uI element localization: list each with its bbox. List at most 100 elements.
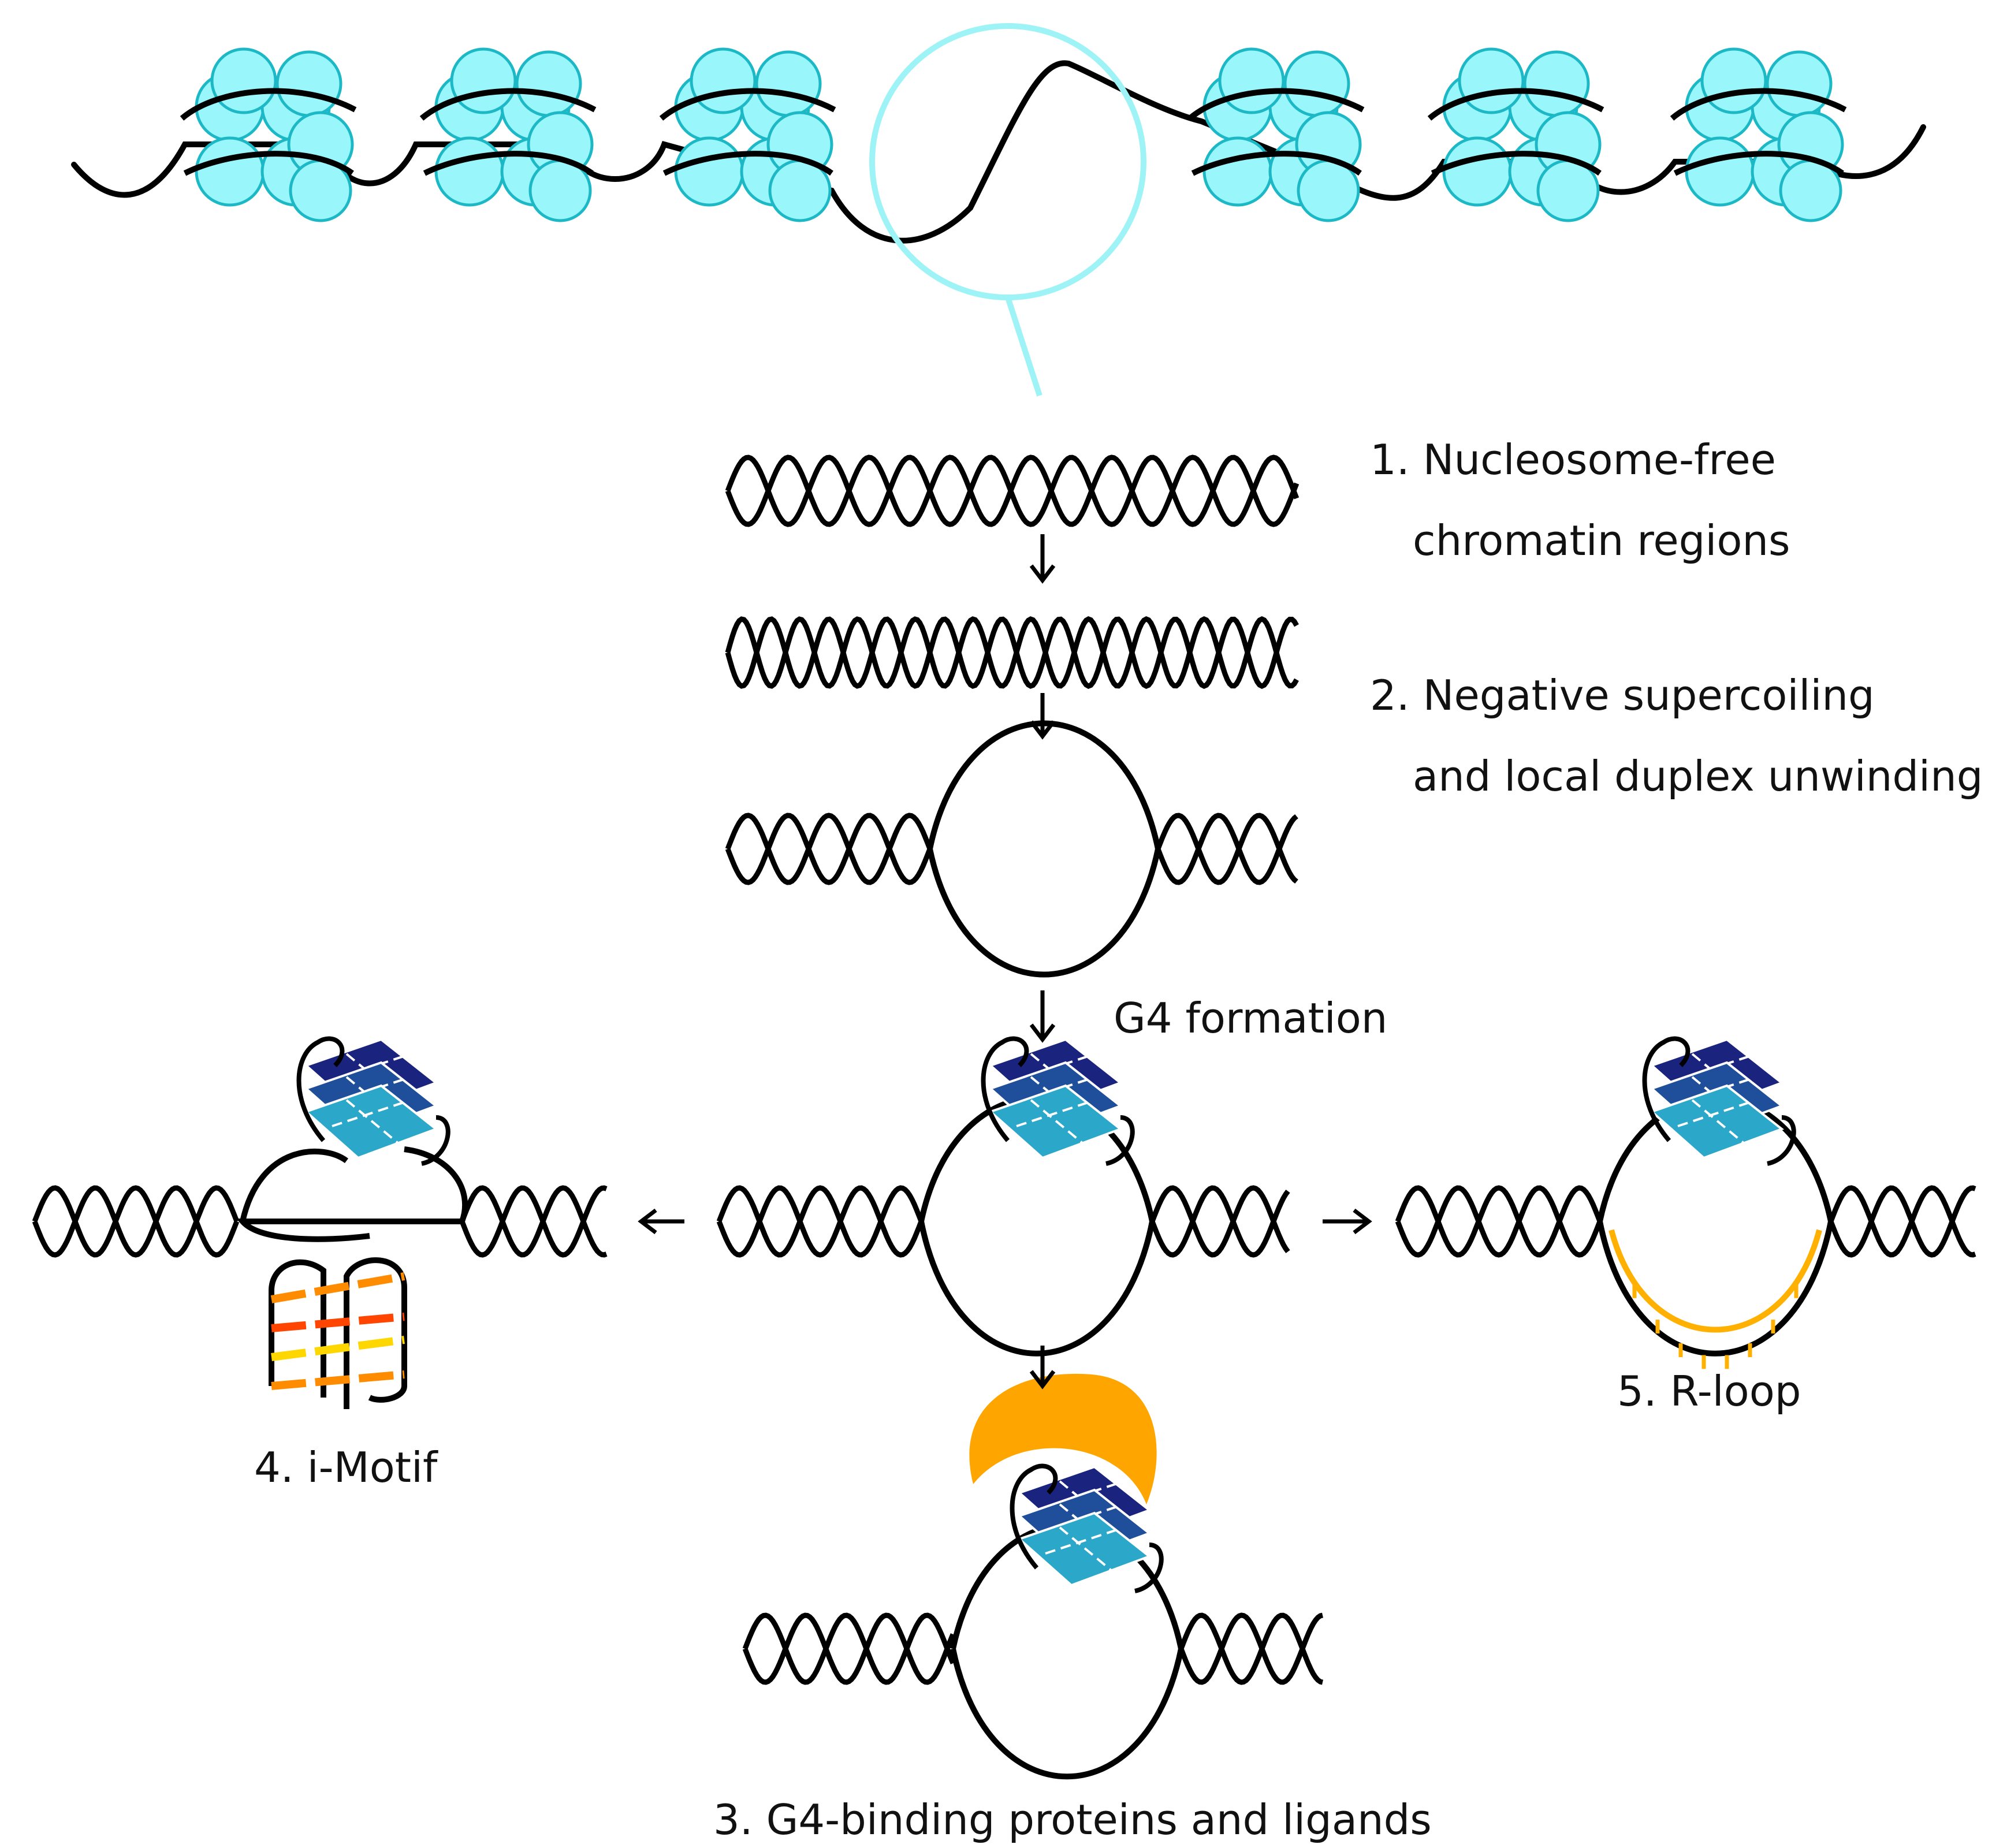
g-quadruplex-icon — [1642, 1036, 1796, 1166]
arrow-head — [1029, 1023, 1056, 1043]
strand-b — [1149, 1185, 1290, 1258]
strand-b — [716, 1185, 924, 1258]
strand-a — [1155, 813, 1298, 885]
strand-b — [725, 616, 1299, 689]
helix-relaxed — [725, 454, 1300, 527]
rna-strand — [1609, 1229, 1822, 1333]
g4-loops — [981, 1036, 1135, 1166]
nucleosome-icon — [1187, 49, 1365, 221]
step2-label-line1: 2. Negative supercoiling — [1370, 671, 1875, 720]
histone-octamer — [436, 49, 592, 221]
g4-binding-protein — [969, 1373, 1157, 1504]
arrow-head — [1029, 564, 1056, 584]
nucleosome-icon — [419, 49, 597, 221]
g4-formation-label: G4 formation — [1114, 994, 1388, 1042]
arrow-icon — [638, 1208, 684, 1235]
strand-b — [1828, 1185, 1976, 1258]
histone-octamer — [676, 49, 832, 221]
wrapped-dna — [419, 88, 597, 176]
ligand-right-helix — [1178, 1612, 1323, 1685]
r-loop-rna — [1609, 1229, 1822, 1369]
strand-b — [1155, 813, 1298, 885]
imotif-right-helix — [459, 1185, 608, 1258]
g4-loops — [296, 1036, 450, 1166]
step1-label-line2: chromatin regions — [1413, 516, 1790, 565]
histone-octamer — [1204, 49, 1360, 221]
helix-supercoiled — [725, 616, 1299, 689]
strand-a — [32, 1185, 240, 1258]
magnifier-handle — [1005, 296, 1042, 397]
nucleosome-icon — [1670, 49, 1847, 221]
bubble-bottom-strand — [918, 1221, 1155, 1357]
strand-b — [725, 813, 933, 885]
dna-helices — [32, 454, 1976, 1780]
imotif-base-pair — [271, 1370, 405, 1390]
step2-label-line2: and local duplex unwinding — [1413, 752, 1983, 800]
step5-label: 5. R-loop — [1617, 1367, 1801, 1415]
strand-b — [459, 1185, 608, 1258]
nucleosome-icon — [180, 49, 357, 221]
magnifier-icon — [869, 23, 1146, 397]
strand-a — [725, 616, 1299, 689]
strand-a — [716, 1185, 924, 1258]
unwound-bubble — [927, 720, 1161, 978]
g4-center-right-helix — [1149, 1185, 1290, 1258]
strand-b — [742, 1612, 956, 1685]
tetrad-dashes — [1677, 1099, 1753, 1145]
bubble-bottom-strand — [1597, 1221, 1834, 1357]
imotif-base-pair — [270, 1272, 405, 1303]
imotif-top-loop — [236, 1146, 468, 1242]
arrow-icon — [1029, 534, 1056, 584]
arrow-head — [1353, 1208, 1372, 1235]
chromatin-dna-strand — [71, 60, 1926, 244]
magnifier-lens — [869, 23, 1146, 300]
imotif-left-helix — [32, 1185, 240, 1258]
strand-a — [1395, 1185, 1603, 1258]
rloop-right-helix — [1828, 1185, 1976, 1258]
strand-a — [742, 1612, 956, 1685]
arrow-head — [1029, 1370, 1056, 1389]
nucleosome-icon — [659, 49, 836, 221]
histone-octamer — [196, 49, 352, 221]
g4-loops — [1010, 1463, 1164, 1593]
arrow-group — [638, 534, 1372, 1389]
g-quadruplex-icon — [981, 1036, 1135, 1166]
unwound-left-helix — [725, 813, 933, 885]
histone-octamer — [1686, 49, 1842, 221]
arrow-head — [1029, 720, 1056, 740]
wrapped-dna — [1187, 88, 1365, 176]
bubble-bottom-strand — [927, 848, 1161, 978]
strand-b — [1178, 1612, 1323, 1685]
g-quadruplex-icon — [1010, 1463, 1164, 1593]
strand-b — [1395, 1185, 1603, 1258]
wrapped-dna — [659, 88, 836, 176]
rloop-left-helix — [1395, 1185, 1603, 1258]
strand-a — [725, 454, 1300, 527]
bubble-bottom-strand — [950, 1648, 1184, 1780]
unwound-right-helix — [1155, 813, 1298, 885]
step3-label: 3. G4-binding proteins and ligands — [713, 1795, 1432, 1844]
strand-a — [1178, 1612, 1323, 1685]
imotif-strands — [269, 1257, 407, 1409]
wrapped-dna — [180, 88, 357, 176]
g4-center-left-helix — [716, 1185, 924, 1258]
strand-b — [32, 1185, 240, 1258]
tetrad-dashes — [1045, 1526, 1121, 1572]
nucleosome-icon — [1427, 49, 1604, 221]
imotif-base-pair — [271, 1313, 405, 1332]
arrow-head — [638, 1208, 657, 1235]
step1-label-line1: 1. Nucleosome-free — [1370, 435, 1776, 484]
tetrad-dashes — [332, 1099, 408, 1145]
chromatin-fiber — [71, 49, 1926, 244]
g-quadruplex-group — [296, 1036, 1796, 1593]
imotif-base-pair — [271, 1336, 405, 1361]
histone-octamer — [1444, 49, 1600, 221]
bubble-top-strand — [927, 720, 1161, 850]
step4-label: 4. i-Motif — [254, 1443, 438, 1492]
ligand-left-helix — [742, 1612, 956, 1685]
i-motif-icon — [269, 1257, 407, 1409]
g4-loops — [1642, 1036, 1796, 1166]
g-quadruplex-icon — [296, 1036, 450, 1166]
